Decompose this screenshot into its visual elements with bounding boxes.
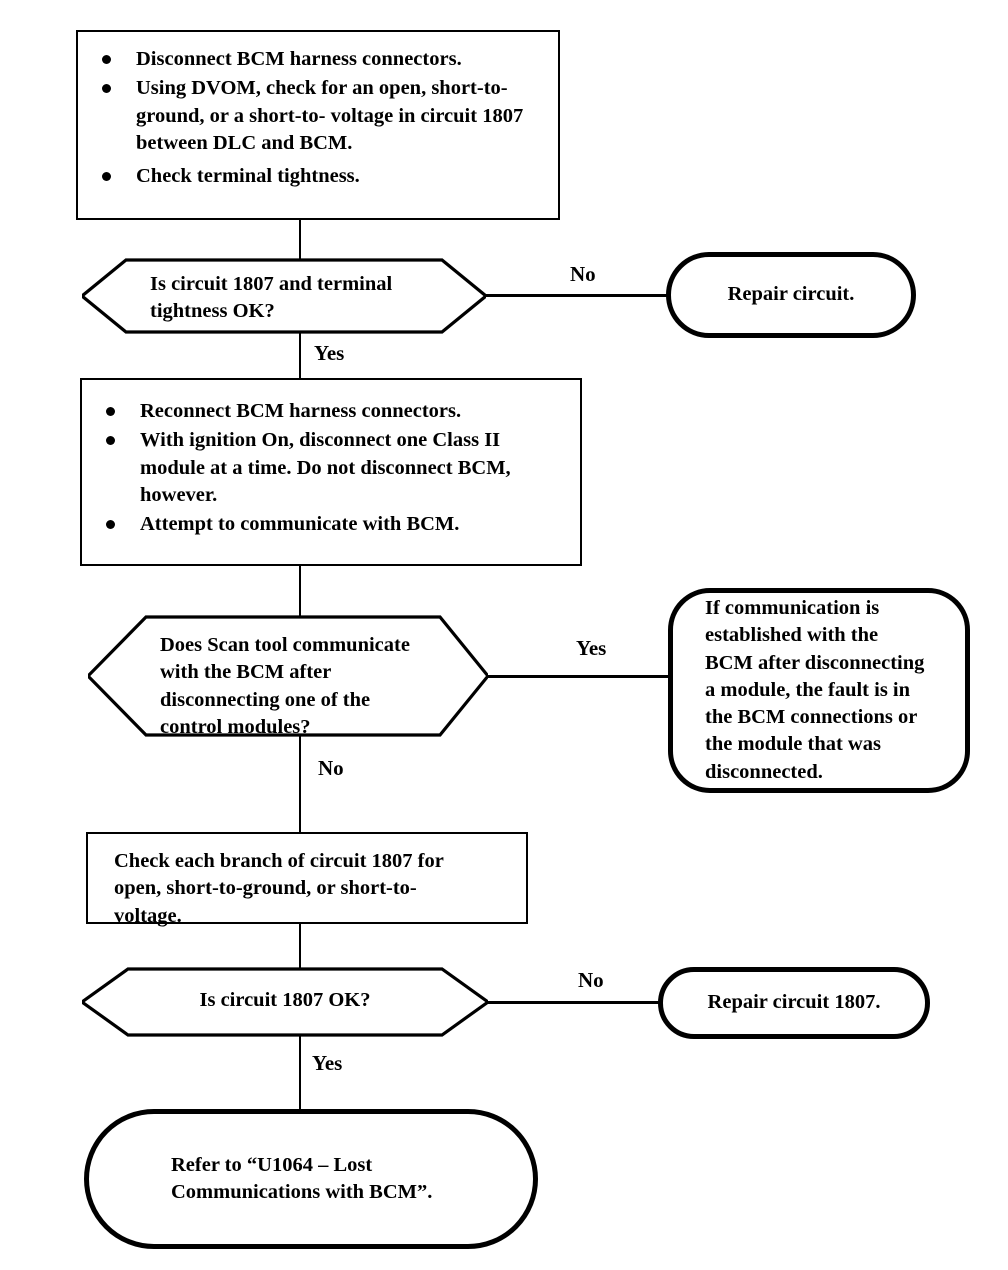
hexagon-shape <box>88 615 488 737</box>
edge-label-decision1-no: No <box>570 262 596 286</box>
terminal-repair-circuit-1807-label: Repair circuit 1807. <box>707 991 881 1014</box>
bullet-list: Reconnect BCM harness connectors. With i… <box>82 398 570 538</box>
hexagon-shape <box>82 967 488 1037</box>
process-box-step1: Disconnect BCM harness connectors. Using… <box>76 30 560 220</box>
decision-node-2-label: Does Scan tool communicate with the BCM … <box>160 634 410 738</box>
edge-label-decision3-no: No <box>578 968 604 992</box>
edge-label-decision1-yes: Yes <box>314 341 345 365</box>
list-item: Disconnect BCM harness connectors. <box>78 46 548 73</box>
connector-step1-to-decision1 <box>299 220 301 260</box>
connector-step2-to-decision2 <box>299 566 301 618</box>
terminal-repair-circuit-1807: Repair circuit 1807. <box>658 967 930 1039</box>
decision-node-3: Is circuit 1807 OK? <box>82 967 488 1037</box>
list-item: Check terminal tightness. <box>78 163 548 190</box>
process-box-step3-text: Check each branch of circuit 1807 for op… <box>114 850 444 927</box>
decision-node-1: Is circuit 1807 and terminal tightness O… <box>82 258 486 334</box>
connector-decision2-no <box>299 735 301 832</box>
terminal-refer-u1064-label: Refer to “U1064 – Lost Communications wi… <box>171 1153 433 1203</box>
connector-decision1-yes <box>299 332 301 378</box>
connector-decision1-no <box>486 294 668 297</box>
list-item: Attempt to communicate with BCM. <box>82 511 570 538</box>
connector-decision3-yes <box>299 1035 301 1111</box>
edge-label-decision3-yes: Yes <box>312 1051 343 1075</box>
edge-label-decision2-no: No <box>318 756 344 780</box>
terminal-refer-u1064: Refer to “U1064 – Lost Communications wi… <box>84 1109 538 1249</box>
list-item: Reconnect BCM harness connectors. <box>82 398 570 425</box>
hexagon-shape <box>82 258 486 334</box>
terminal-repair-circuit-label: Repair circuit. <box>727 283 855 306</box>
decision-node-1-label: Is circuit 1807 and terminal tightness O… <box>150 273 393 323</box>
terminal-communication-result: If communication is established with the… <box>668 588 970 793</box>
decision-node-2: Does Scan tool communicate with the BCM … <box>88 615 488 738</box>
terminal-communication-result-label: If communication is established with the… <box>705 597 925 783</box>
connector-decision2-yes <box>488 675 668 678</box>
bullet-list: Disconnect BCM harness connectors. Using… <box>78 46 548 190</box>
edge-label-decision2-yes: Yes <box>576 636 607 660</box>
decision-node-3-label: Is circuit 1807 OK? <box>199 989 371 1011</box>
terminal-repair-circuit: Repair circuit. <box>666 252 916 338</box>
process-box-step3: Check each branch of circuit 1807 for op… <box>86 832 528 927</box>
list-item: With ignition On, disconnect one Class I… <box>82 427 570 509</box>
connector-step3-to-decision3 <box>299 924 301 970</box>
process-box-step2: Reconnect BCM harness connectors. With i… <box>80 378 582 566</box>
connector-decision3-no <box>488 1001 660 1004</box>
list-item: Using DVOM, check for an open, short-to-… <box>78 75 548 157</box>
